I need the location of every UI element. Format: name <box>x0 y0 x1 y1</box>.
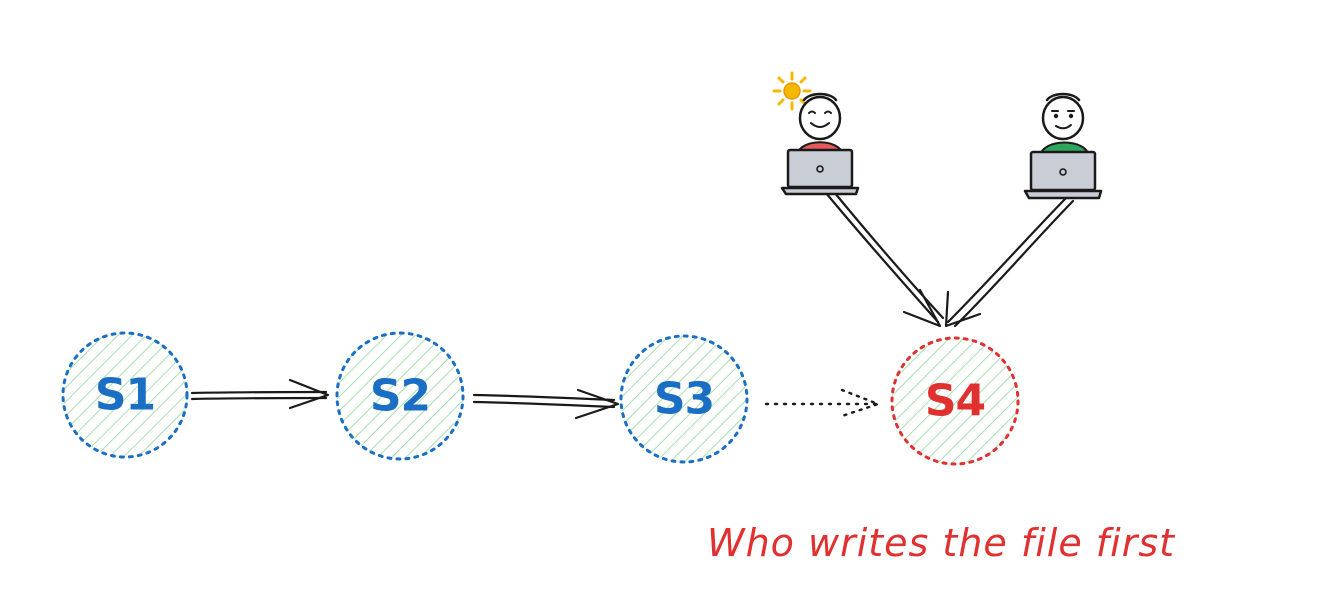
edge-s1-s2 <box>190 378 330 410</box>
person-face-icon <box>1041 92 1085 141</box>
diagram-caption: Who writes the file first <box>707 521 1176 565</box>
user-left <box>772 71 860 196</box>
edge-s2-s3 <box>472 388 620 420</box>
node-s2-label: S2 <box>370 371 430 422</box>
user-right <box>1023 92 1103 200</box>
edge-s3-s4 <box>764 388 880 418</box>
node-s4-label: S4 <box>925 376 985 427</box>
laptop-icon <box>780 148 860 196</box>
node-s2: S2 <box>335 331 465 461</box>
laptop-icon <box>1023 150 1103 200</box>
person-face-icon <box>798 92 842 141</box>
edge-user-right-s4 <box>944 196 1075 328</box>
node-s3: S3 <box>619 334 749 464</box>
edge-user-left-s4 <box>824 190 945 328</box>
node-s3-label: S3 <box>654 374 714 425</box>
node-s1-label: S1 <box>95 370 155 421</box>
node-s4: S4 <box>890 336 1020 466</box>
idea-sun-icon <box>772 71 812 111</box>
node-s1: S1 <box>61 331 189 459</box>
